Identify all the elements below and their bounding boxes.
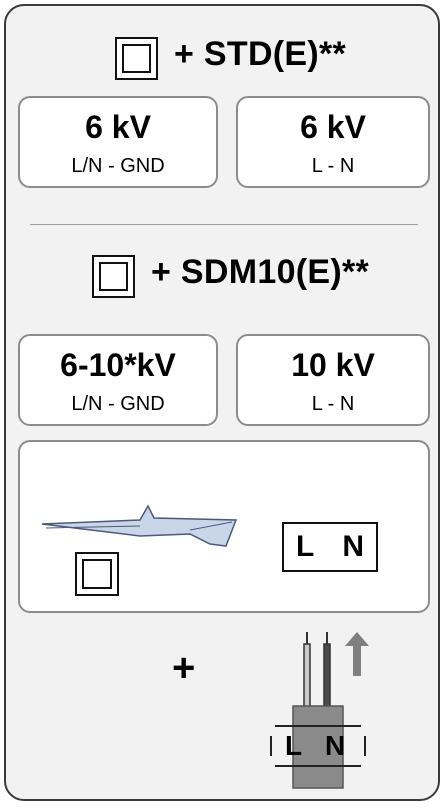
sdm-card-ln: 10 kV L - N [236,334,430,426]
std-card-ln-label: L - N [311,155,355,177]
double-insulation-icon [92,255,135,298]
double-insulation-icon [75,552,119,596]
connector-plug-icon [270,632,369,789]
std-card-lgnd-value: 6 kV [85,109,151,145]
sdm-card-lgnd-label: L/N - GND [71,393,165,415]
sdm-card-lgnd: 6-10*kV L/N - GND [18,334,218,426]
terminal-n-label: N [342,530,364,563]
std-card-ln-value: 6 kV [300,109,366,145]
std-card-ln: 6 kV L - N [236,96,430,188]
probe-panel: L N [18,440,430,613]
sdm-card-ln-value: 10 kV [291,347,375,383]
sdm-heading: + SDM10(E)** [151,253,370,291]
sdm-card-lgnd-value: 6-10*kV [60,347,176,383]
connector-l-label: L [285,730,303,761]
terminal-l-label: L [296,530,315,563]
test-probe-icon [41,504,238,547]
std-card-lgnd-label: L/N - GND [71,155,165,177]
terminal-ln-box: L N [282,522,378,572]
std-heading: + STD(E)** [174,35,347,73]
plus-sign: + [172,646,196,690]
std-card-lgnd: 6 kV L/N - GND [18,96,218,188]
double-insulation-icon [115,37,158,80]
connector-n-label: N [325,730,346,761]
section-divider [30,224,418,225]
sdm-card-ln-label: L - N [311,393,355,415]
